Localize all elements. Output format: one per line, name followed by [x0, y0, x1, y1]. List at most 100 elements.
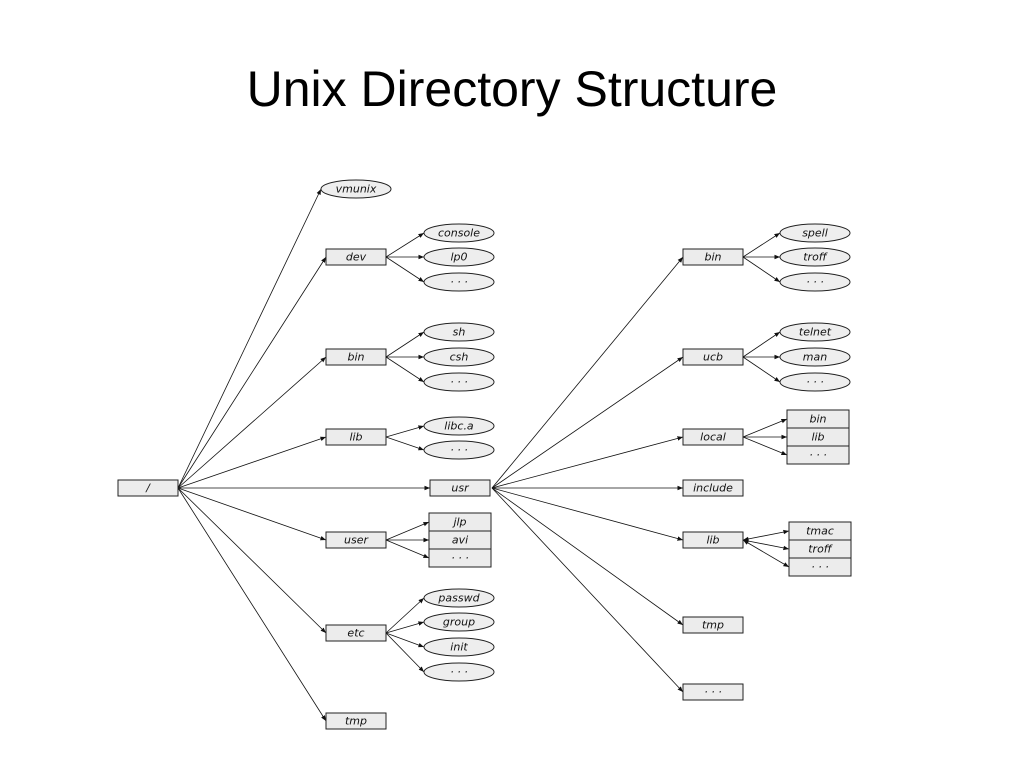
node-label-avi: avi [452, 534, 468, 547]
node-shape-troff [779, 247, 851, 267]
node-label-lp0: lp0 [450, 251, 467, 264]
node-tmp: tmp [325, 712, 387, 730]
node-shape-tmp [325, 712, 387, 730]
edge-usr-to-usr_bin [491, 256, 684, 489]
node-label-tmp: tmp [345, 715, 367, 728]
node-init: init [423, 637, 495, 657]
edge-usr-to-local [491, 436, 684, 489]
node-label-bin-more: · · · [450, 376, 467, 389]
node-etc-more: · · · [423, 662, 495, 682]
node-label-troff: troff [803, 251, 828, 264]
node-dev-more: · · · [423, 272, 495, 292]
edge-user-to-jlp [385, 521, 430, 541]
edge-etc-to-init [385, 632, 425, 648]
node-local-bin: bin [786, 409, 850, 429]
node-shape-local-more [786, 445, 850, 465]
node-label-root: / [145, 482, 151, 495]
node-shape-ucb-more [779, 372, 851, 392]
node-label-usr-lib-more: · · · [811, 561, 828, 574]
node-shape-usr-bin [682, 248, 744, 266]
node-shape-bin [325, 348, 387, 366]
node-usr-lib-troff: troff [788, 539, 852, 559]
node-usr-more: · · · [682, 683, 744, 701]
node-label-vmunix: vmunix [336, 183, 377, 196]
edge-usr-to-usr_more [491, 487, 684, 693]
node-label-dev-more: · · · [450, 276, 467, 289]
edge-bin-to-bin_more [385, 356, 425, 383]
node-console: console [423, 223, 495, 243]
node-shape-dev-more [423, 272, 495, 292]
edge-dev-to-console [385, 232, 425, 258]
node-usr: usr [429, 479, 491, 497]
edge-dev-to-dev_more [385, 256, 425, 283]
edge-root-to-lib [177, 436, 327, 489]
node-usr-bin-more: · · · [779, 272, 851, 292]
node-label-spell: spell [802, 227, 828, 240]
node-shape-spell [779, 223, 851, 243]
node-shape-root [117, 479, 179, 497]
node-ucb-more: · · · [779, 372, 851, 392]
node-shape-passwd [423, 588, 495, 608]
edge-root-to-tmp [177, 487, 327, 722]
node-man: man [779, 347, 851, 367]
edge-user-to-user_more [385, 539, 430, 559]
edge-etc-to-group [385, 621, 425, 634]
node-lp0: lp0 [423, 247, 495, 267]
node-label-ucb: ucb [703, 351, 723, 364]
node-label-local-more: · · · [809, 449, 826, 462]
edge-etc-to-etc_more [385, 632, 425, 673]
node-tmac: tmac [788, 521, 852, 541]
node-label-lib-more: · · · [450, 444, 467, 457]
node-shape-lp0 [423, 247, 495, 267]
node-shape-include [682, 479, 744, 497]
node-dev: dev [325, 248, 387, 266]
node-shape-usr [429, 479, 491, 497]
node-label-init: init [450, 641, 468, 654]
node-label-lib: lib [349, 431, 362, 444]
node-shape-console [423, 223, 495, 243]
edge-etc-to-passwd [385, 597, 425, 634]
node-label-etc-more: · · · [450, 666, 467, 679]
node-bin: bin [325, 348, 387, 366]
node-label-usr-bin: bin [704, 251, 721, 264]
node-shape-local [682, 428, 744, 446]
tree-edges [177, 188, 790, 722]
edge-usr_bin-to-spell [742, 232, 781, 258]
node-label-usr: usr [451, 482, 470, 495]
node-label-local: local [700, 431, 726, 444]
node-shape-etc-more [423, 662, 495, 682]
node-label-include: include [693, 482, 733, 495]
edge-ucb-to-telnet [742, 331, 781, 358]
node-label-local-lib: lib [811, 431, 824, 444]
edge-root-to-bin [177, 356, 327, 489]
node-label-usr-lib-troff: troff [808, 543, 833, 556]
node-shape-usr-lib [682, 531, 744, 549]
edge-usr-to-usr_lib [491, 487, 684, 541]
edge-local-to-local_more [742, 436, 788, 456]
node-label-libc: libc.a [444, 420, 474, 433]
node-telnet: telnet [779, 322, 851, 342]
node-label-user: user [344, 534, 369, 547]
node-label-passwd: passwd [437, 592, 480, 605]
node-label-user-more: · · · [451, 552, 468, 565]
edge-bin-to-sh [385, 331, 425, 358]
node-shape-usr-bin-more [779, 272, 851, 292]
node-shape-sh [423, 322, 495, 342]
edge-root-to-dev [177, 256, 327, 489]
node-usr-bin: bin [682, 248, 744, 266]
node-shape-bin-more [423, 372, 495, 392]
node-lib-more: · · · [423, 440, 495, 460]
node-bin-more: · · · [423, 372, 495, 392]
node-shape-man [779, 347, 851, 367]
node-label-sh: sh [453, 326, 466, 339]
node-usr-lib-more: · · · [788, 557, 852, 577]
node-shape-telnet [779, 322, 851, 342]
node-label-etc: etc [347, 627, 364, 640]
edge-local-to-local_bin [742, 418, 788, 438]
node-avi: avi [428, 530, 492, 550]
edge-usr-to-usr_tmp [491, 487, 684, 626]
edge-usr_lib-to-usr_lib_more [742, 539, 790, 568]
node-ucb: ucb [682, 348, 744, 366]
